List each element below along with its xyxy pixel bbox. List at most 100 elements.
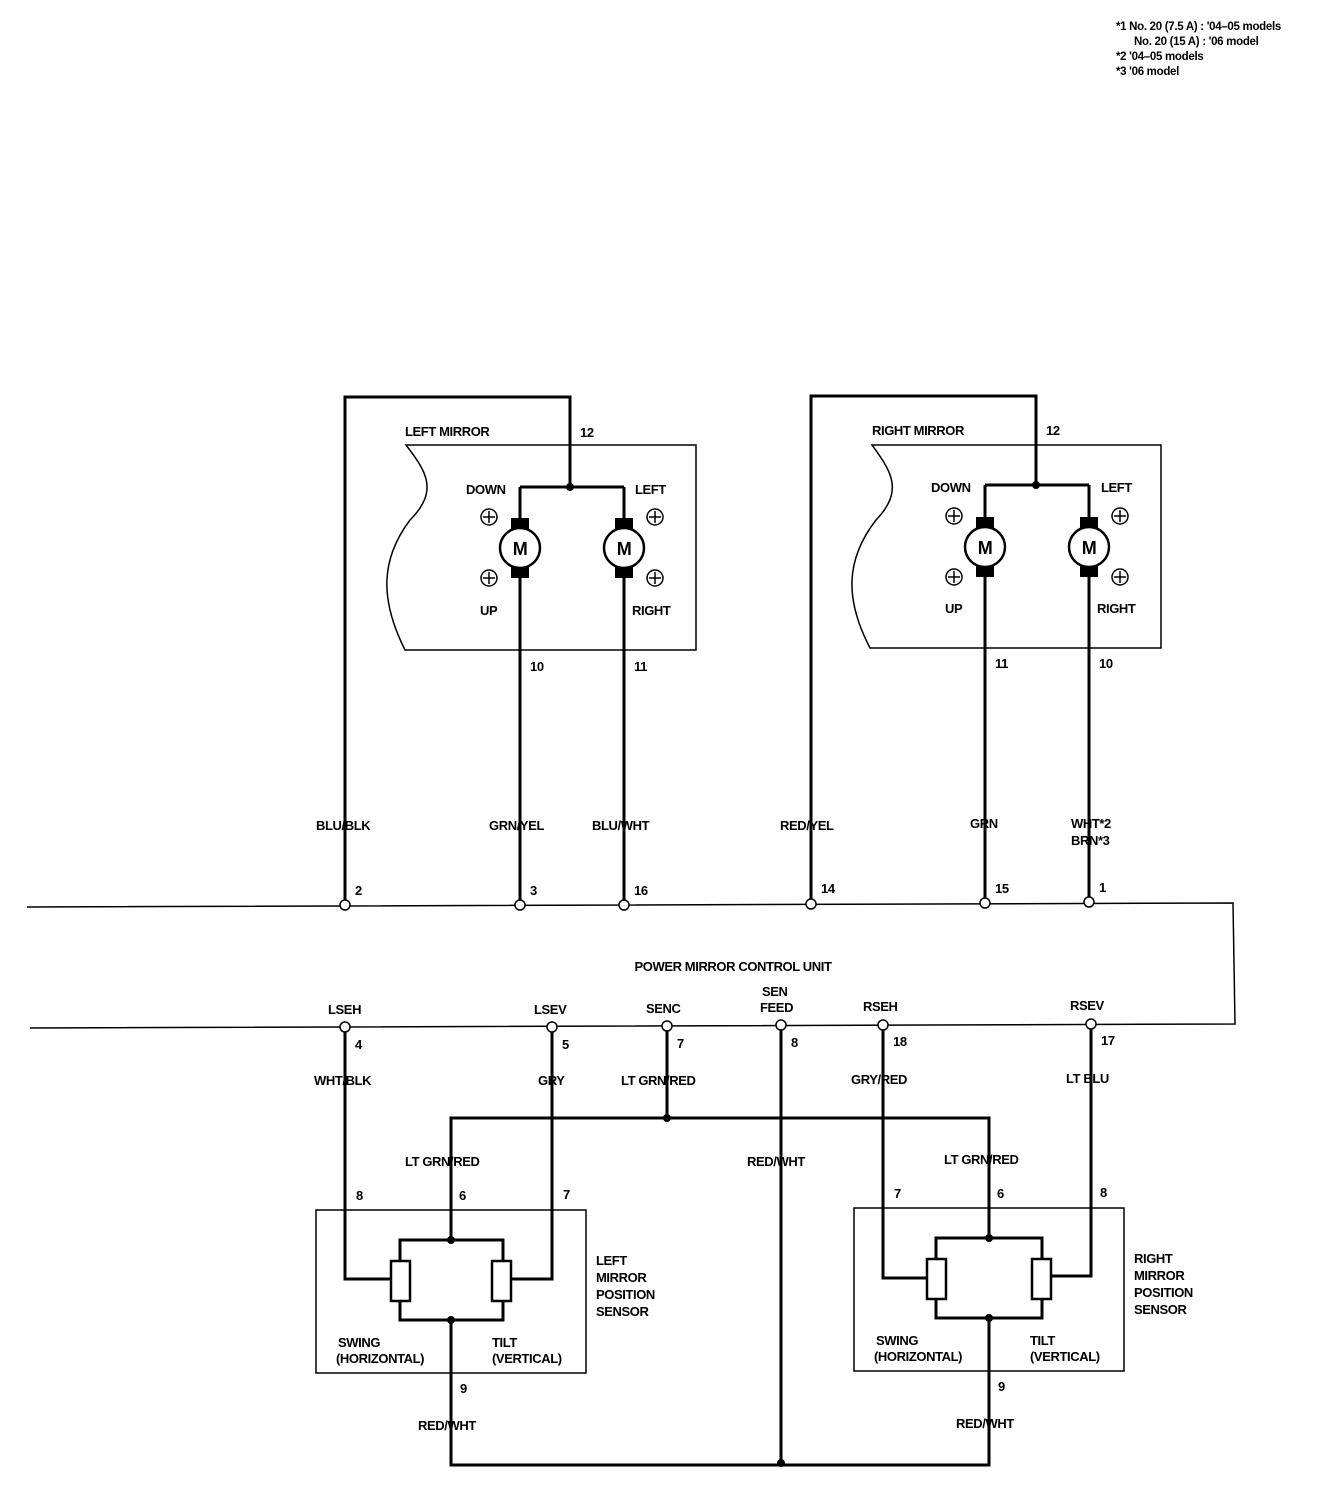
terminal <box>514 899 526 911</box>
sensor-title-line1: LEFT <box>596 1253 627 1268</box>
down-label: DOWN <box>466 482 506 497</box>
sensor-title-line3: POSITION <box>596 1287 655 1302</box>
pin-label: 3 <box>530 883 537 898</box>
left-updown-motor: M <box>498 518 542 578</box>
terminal <box>1083 896 1095 908</box>
motor-symbol: M <box>1082 538 1097 558</box>
plus-icon <box>945 568 963 586</box>
terminal-name: RSEH <box>863 999 898 1014</box>
junction-dot <box>985 1314 993 1322</box>
footnote-2: *2 '04–05 models <box>1116 51 1204 63</box>
pin-label: 6 <box>997 1186 1004 1201</box>
sensor-title-line2: MIRROR <box>1134 1268 1185 1283</box>
wire-color-label: WHT*2 <box>1071 816 1111 831</box>
swing-label: SWING <box>338 1335 380 1350</box>
sensor-title-line2: MIRROR <box>596 1270 647 1285</box>
right-pin-a: 11 <box>995 656 1008 671</box>
terminal-name: LSEH <box>328 1002 361 1017</box>
sensor-title-line4: SENSOR <box>596 1304 650 1319</box>
sensor-title-line1: RIGHT <box>1134 1251 1173 1266</box>
junction-dot <box>777 1459 785 1467</box>
lsev-wire <box>511 1032 554 1281</box>
right-mirror-housing <box>851 444 1162 649</box>
pin-label: 7 <box>677 1036 684 1051</box>
wire-color-label: RED/WHT <box>747 1154 805 1169</box>
pin-label: 8 <box>1100 1185 1107 1200</box>
motor-symbol: M <box>617 539 632 559</box>
footnote-1: *1 No. 20 (7.5 A) : '04–05 models <box>1116 21 1281 33</box>
wire-color-label: RED/YEL <box>780 818 834 833</box>
junction-dot <box>663 1114 671 1122</box>
right-mirror-position-sensor: LT GRN/RED 7 6 8 SWING (HORIZONTAL) TILT… <box>853 1152 1193 1431</box>
pin-label: 4 <box>355 1037 363 1052</box>
pin-label: 2 <box>355 883 362 898</box>
footnote-1b: No. 20 (15 A) : '06 model <box>1134 36 1259 48</box>
up-label: UP <box>480 603 498 618</box>
junction-dot <box>447 1316 455 1324</box>
ground-wire-label: RED/WHT <box>418 1418 476 1433</box>
tilt-label: TILT <box>1030 1333 1055 1348</box>
terminal-name: RSEV <box>1070 998 1105 1013</box>
wire-color-label: GRN/YEL <box>489 818 544 833</box>
plus-icon <box>1111 507 1129 525</box>
up-label: UP <box>945 601 963 616</box>
pin-label: 16 <box>634 883 648 898</box>
right-updown-motor: M <box>963 517 1007 577</box>
plus-icon <box>646 569 664 587</box>
right-pin-b: 10 <box>1099 656 1113 671</box>
rsev-wire <box>1051 1029 1093 1278</box>
sensor-wiring: WHT/BLK GRY LT GRN/RED RED/WHT GRY/RED L… <box>314 1029 1109 1467</box>
control-unit-label: POWER MIRROR CONTROL UNIT <box>634 959 831 974</box>
junction-dot <box>566 483 574 491</box>
swing-label: SWING <box>876 1333 918 1348</box>
sensor-title-line4: SENSOR <box>1134 1302 1188 1317</box>
footnote-3: *3 '06 model <box>1116 66 1180 78</box>
plus-icon <box>480 569 498 587</box>
junction-dot <box>985 1234 993 1242</box>
down-label: DOWN <box>931 480 971 495</box>
right-label: RIGHT <box>632 603 671 618</box>
swing-label-line2: (HORIZONTAL) <box>336 1351 424 1366</box>
wire-color-label: WHT/BLK <box>314 1073 372 1088</box>
terminal <box>877 1019 889 1031</box>
motor-symbol: M <box>978 538 993 558</box>
right-mirror-common-pin: 12 <box>1046 423 1060 438</box>
wire-color-label: BLU/WHT <box>592 818 650 833</box>
swing-resistor <box>925 1257 948 1301</box>
right-motor-bus <box>983 483 1091 517</box>
control-unit-outline <box>26 902 1236 1029</box>
tilt-resistor <box>1030 1257 1053 1301</box>
lseh-wire <box>343 1032 391 1281</box>
left-mirror: LEFT MIRROR 12 M M DOWN <box>343 395 697 905</box>
left-mirror-position-sensor: LT GRN/RED 8 6 7 SWING (HORIZONTAL) TILT… <box>315 1154 655 1433</box>
left-mirror-common-pin: 12 <box>580 425 594 440</box>
wire-color-label: BLU/BLK <box>316 818 371 833</box>
tilt-label: TILT <box>492 1335 517 1350</box>
terminal <box>661 1020 673 1032</box>
terminal <box>805 898 817 910</box>
terminal-name: SENC <box>646 1001 682 1016</box>
terminal-name: SEN <box>762 984 788 999</box>
motor-symbol: M <box>513 539 528 559</box>
ground-wire-label: RED/WHT <box>956 1416 1014 1431</box>
rseh-wire <box>881 1030 926 1280</box>
wire-color-label-alt: BRN*3 <box>1071 833 1110 848</box>
pin-label: 8 <box>791 1035 798 1050</box>
pin-label: 15 <box>995 881 1009 896</box>
left-leftright-motor: M <box>602 518 646 578</box>
wire-color-label: GRY/RED <box>851 1072 907 1087</box>
terminal <box>546 1021 558 1033</box>
terminal <box>979 897 991 909</box>
right-label: RIGHT <box>1097 601 1136 616</box>
terminal <box>1085 1018 1097 1030</box>
pin-label: 7 <box>563 1187 570 1202</box>
tilt-label-line2: (VERTICAL) <box>492 1351 562 1366</box>
wire-color-label: LT GRN/RED <box>621 1073 695 1088</box>
senc-bus <box>449 1116 991 1240</box>
terminal-name: LSEV <box>534 1002 567 1017</box>
right-feed-wire <box>809 394 1038 905</box>
right-sensor-bridge <box>934 1236 1044 1320</box>
sensor-title-line3: POSITION <box>1134 1285 1193 1300</box>
left-feed-wire <box>343 395 572 905</box>
